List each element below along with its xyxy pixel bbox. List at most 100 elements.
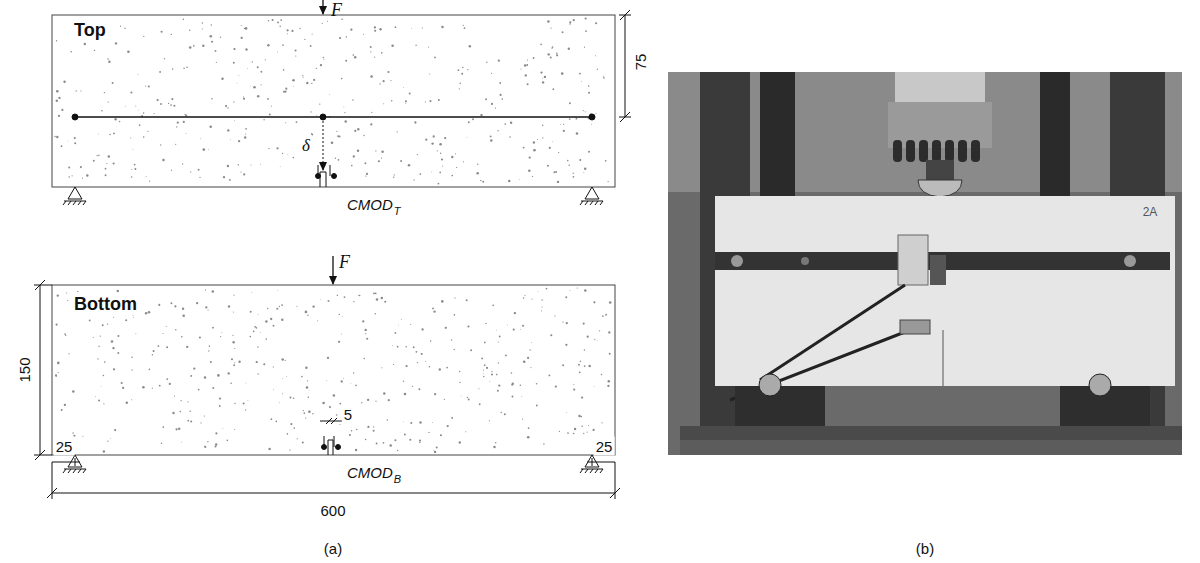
aggregate-dot	[257, 314, 259, 316]
aggregate-dot	[279, 26, 281, 28]
aggregate-dot	[390, 80, 391, 81]
aggregate-dot	[189, 410, 190, 411]
aggregate-dot	[441, 26, 444, 29]
aggregate-dot	[326, 380, 328, 382]
aggregate-dot	[469, 45, 471, 47]
aggregate-dot	[238, 164, 239, 165]
aggregate-dot	[310, 111, 311, 112]
aggregate-dot	[404, 433, 406, 435]
aggregate-dot	[468, 121, 470, 123]
aggregate-dot	[518, 179, 520, 181]
aggregate-dot	[259, 331, 261, 333]
aggregate-dot	[286, 375, 288, 377]
aggregate-dot	[440, 434, 442, 436]
aggregate-dot	[410, 324, 411, 325]
aggregate-dot	[609, 301, 612, 304]
aggregate-dot	[382, 80, 384, 82]
aggregate-dot	[337, 294, 339, 296]
aggregate-dot	[354, 130, 356, 132]
aggregate-dot	[130, 137, 131, 138]
aggregate-dot	[281, 318, 283, 320]
aggregate-dot	[291, 30, 293, 32]
aggregate-dot	[537, 139, 538, 140]
aggregate-dot	[322, 402, 325, 405]
aggregate-dot	[417, 154, 418, 155]
aggregate-dot	[84, 43, 86, 45]
aggregate-dot	[429, 73, 430, 74]
aggregate-dot	[433, 310, 435, 312]
aggregate-dot	[286, 29, 288, 31]
aggregate-dot	[546, 288, 548, 290]
aggregate-dot	[170, 302, 172, 304]
aggregate-dot	[583, 172, 585, 174]
aggregate-dot	[513, 329, 515, 331]
aggregate-dot	[145, 86, 146, 87]
aggregate-dot	[243, 98, 245, 100]
aggregate-dot	[436, 446, 438, 448]
aggregate-dot	[257, 95, 259, 97]
aggregate-dot	[229, 139, 231, 141]
concrete-texture	[55, 287, 612, 453]
aggregate-dot	[573, 433, 575, 435]
aggregate-dot	[425, 139, 427, 141]
aggregate-dot	[297, 438, 298, 439]
aggregate-dot	[205, 289, 206, 290]
concrete-texture	[54, 17, 609, 184]
cmod-subscript: B	[394, 473, 401, 485]
aggregate-dot	[335, 158, 336, 159]
aggregate-dot	[173, 105, 175, 107]
aggregate-dot	[498, 384, 500, 386]
aggregate-dot	[282, 44, 284, 46]
aggregate-dot	[68, 166, 70, 168]
aggregate-dot	[336, 414, 338, 416]
aggregate-dot	[398, 324, 400, 326]
aggregate-dot	[64, 404, 66, 406]
aggregate-dot	[160, 144, 161, 145]
aggregate-dot	[395, 26, 397, 28]
aggregate-dot	[245, 128, 247, 130]
aggregate-dot	[597, 69, 598, 70]
aggregate-dot	[567, 432, 569, 434]
aggregate-dot	[234, 429, 235, 430]
aggregate-dot	[215, 443, 217, 445]
aggregate-dot	[391, 44, 394, 47]
aggregate-dot	[305, 367, 307, 369]
aggregate-dot	[370, 75, 373, 78]
aggregate-dot	[276, 308, 278, 310]
aggregate-dot	[225, 105, 227, 107]
aggregate-dot	[357, 150, 359, 152]
aggregate-dot	[234, 348, 235, 349]
aggregate-dot	[238, 140, 240, 142]
aggregate-dot	[216, 62, 217, 63]
aggregate-dot	[483, 370, 484, 371]
aggregate-dot	[245, 27, 248, 30]
aggregate-dot	[313, 79, 315, 81]
aggregate-dot	[131, 169, 132, 170]
aggregate-dot	[565, 344, 567, 346]
aggregate-dot	[182, 308, 184, 310]
aggregate-dot	[185, 115, 187, 117]
aggregate-dot	[222, 427, 224, 429]
aggregate-dot	[408, 164, 411, 167]
aggregate-dot	[530, 367, 531, 368]
aggregate-dot	[287, 433, 289, 435]
aggregate-dot	[131, 369, 132, 370]
aggregate-dot	[189, 46, 192, 49]
aggregate-dot	[279, 165, 281, 167]
aggregate-dot	[56, 375, 57, 376]
aggregate-dot	[525, 74, 527, 76]
aggregate-dot	[459, 82, 461, 84]
aggregate-dot	[440, 152, 442, 154]
aggregate-dot	[98, 133, 100, 135]
aggregate-dot	[253, 331, 255, 333]
aggregate-dot	[559, 431, 560, 432]
aggregate-dot	[265, 59, 266, 60]
aggregate-dot	[295, 49, 297, 51]
aggregate-dot	[542, 124, 544, 126]
aggregate-dot	[157, 345, 159, 347]
aggregate-dot	[561, 72, 564, 75]
aggregate-dot	[580, 360, 581, 361]
aggregate-dot	[253, 86, 256, 89]
aggregate-dot	[365, 439, 367, 441]
aggregate-dot	[338, 341, 340, 343]
